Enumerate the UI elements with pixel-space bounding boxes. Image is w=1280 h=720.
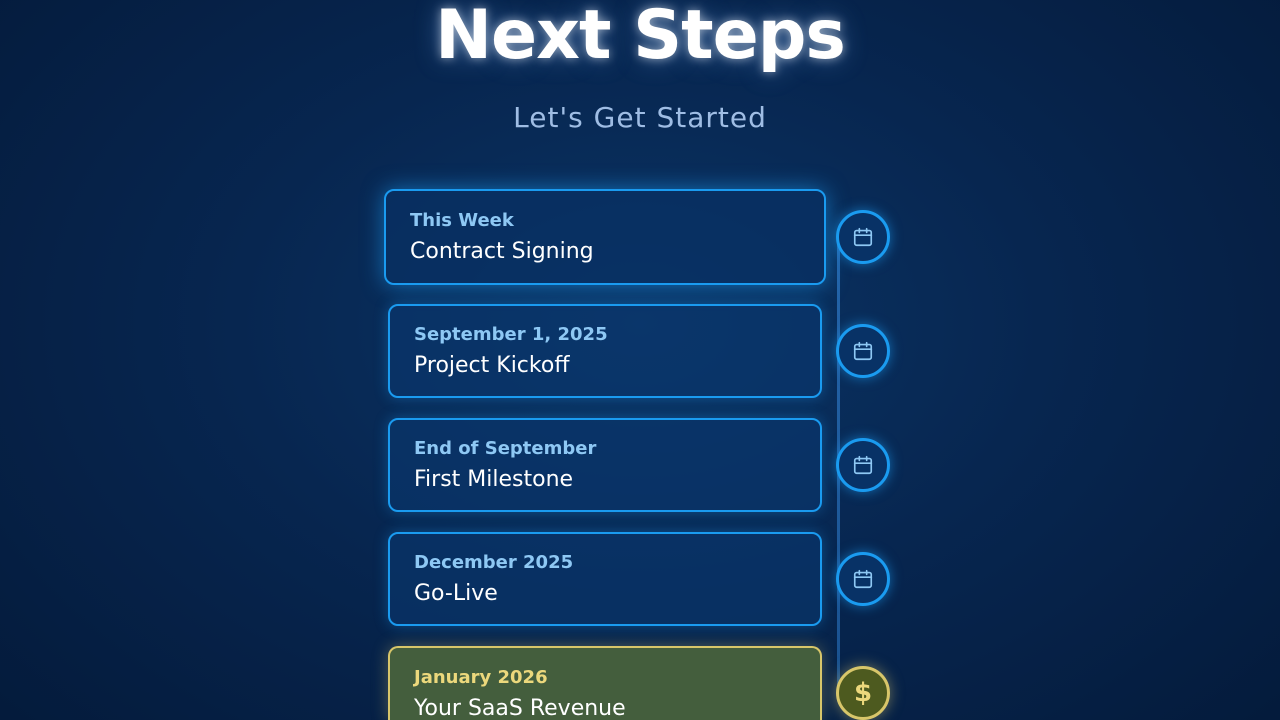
calendar-icon <box>853 227 873 247</box>
step-name: Contract Signing <box>410 239 594 264</box>
page-subtitle: Let's Get Started <box>513 101 767 134</box>
calendar-icon <box>853 341 873 361</box>
step-name: Go-Live <box>414 581 498 606</box>
page-title: Next Steps <box>435 0 846 75</box>
step-date: End of September <box>414 438 597 459</box>
step-node-calendar <box>836 324 890 378</box>
step-name: First Milestone <box>414 467 574 492</box>
step-card-contract-signing[interactable]: This Week Contract Signing <box>384 189 826 285</box>
step-date: This Week <box>410 210 514 231</box>
step-date: September 1, 2025 <box>414 324 608 345</box>
step-card-project-kickoff[interactable]: September 1, 2025 Project Kickoff <box>388 304 822 398</box>
step-name: Your SaaS Revenue <box>414 696 626 720</box>
step-node-dollar: $ <box>836 666 890 720</box>
step-card-saas-revenue[interactable]: January 2026 Your SaaS Revenue <box>388 646 822 720</box>
step-name: Project Kickoff <box>414 353 570 378</box>
step-node-calendar <box>836 552 890 606</box>
step-date: December 2025 <box>414 552 574 573</box>
dollar-icon: $ <box>853 678 873 708</box>
step-node-calendar <box>836 210 890 264</box>
step-node-calendar <box>836 438 890 492</box>
step-card-go-live[interactable]: December 2025 Go-Live <box>388 532 822 626</box>
calendar-icon <box>853 569 873 589</box>
calendar-icon <box>853 455 873 475</box>
step-card-first-milestone[interactable]: End of September First Milestone <box>388 418 822 512</box>
step-date: January 2026 <box>414 667 548 688</box>
